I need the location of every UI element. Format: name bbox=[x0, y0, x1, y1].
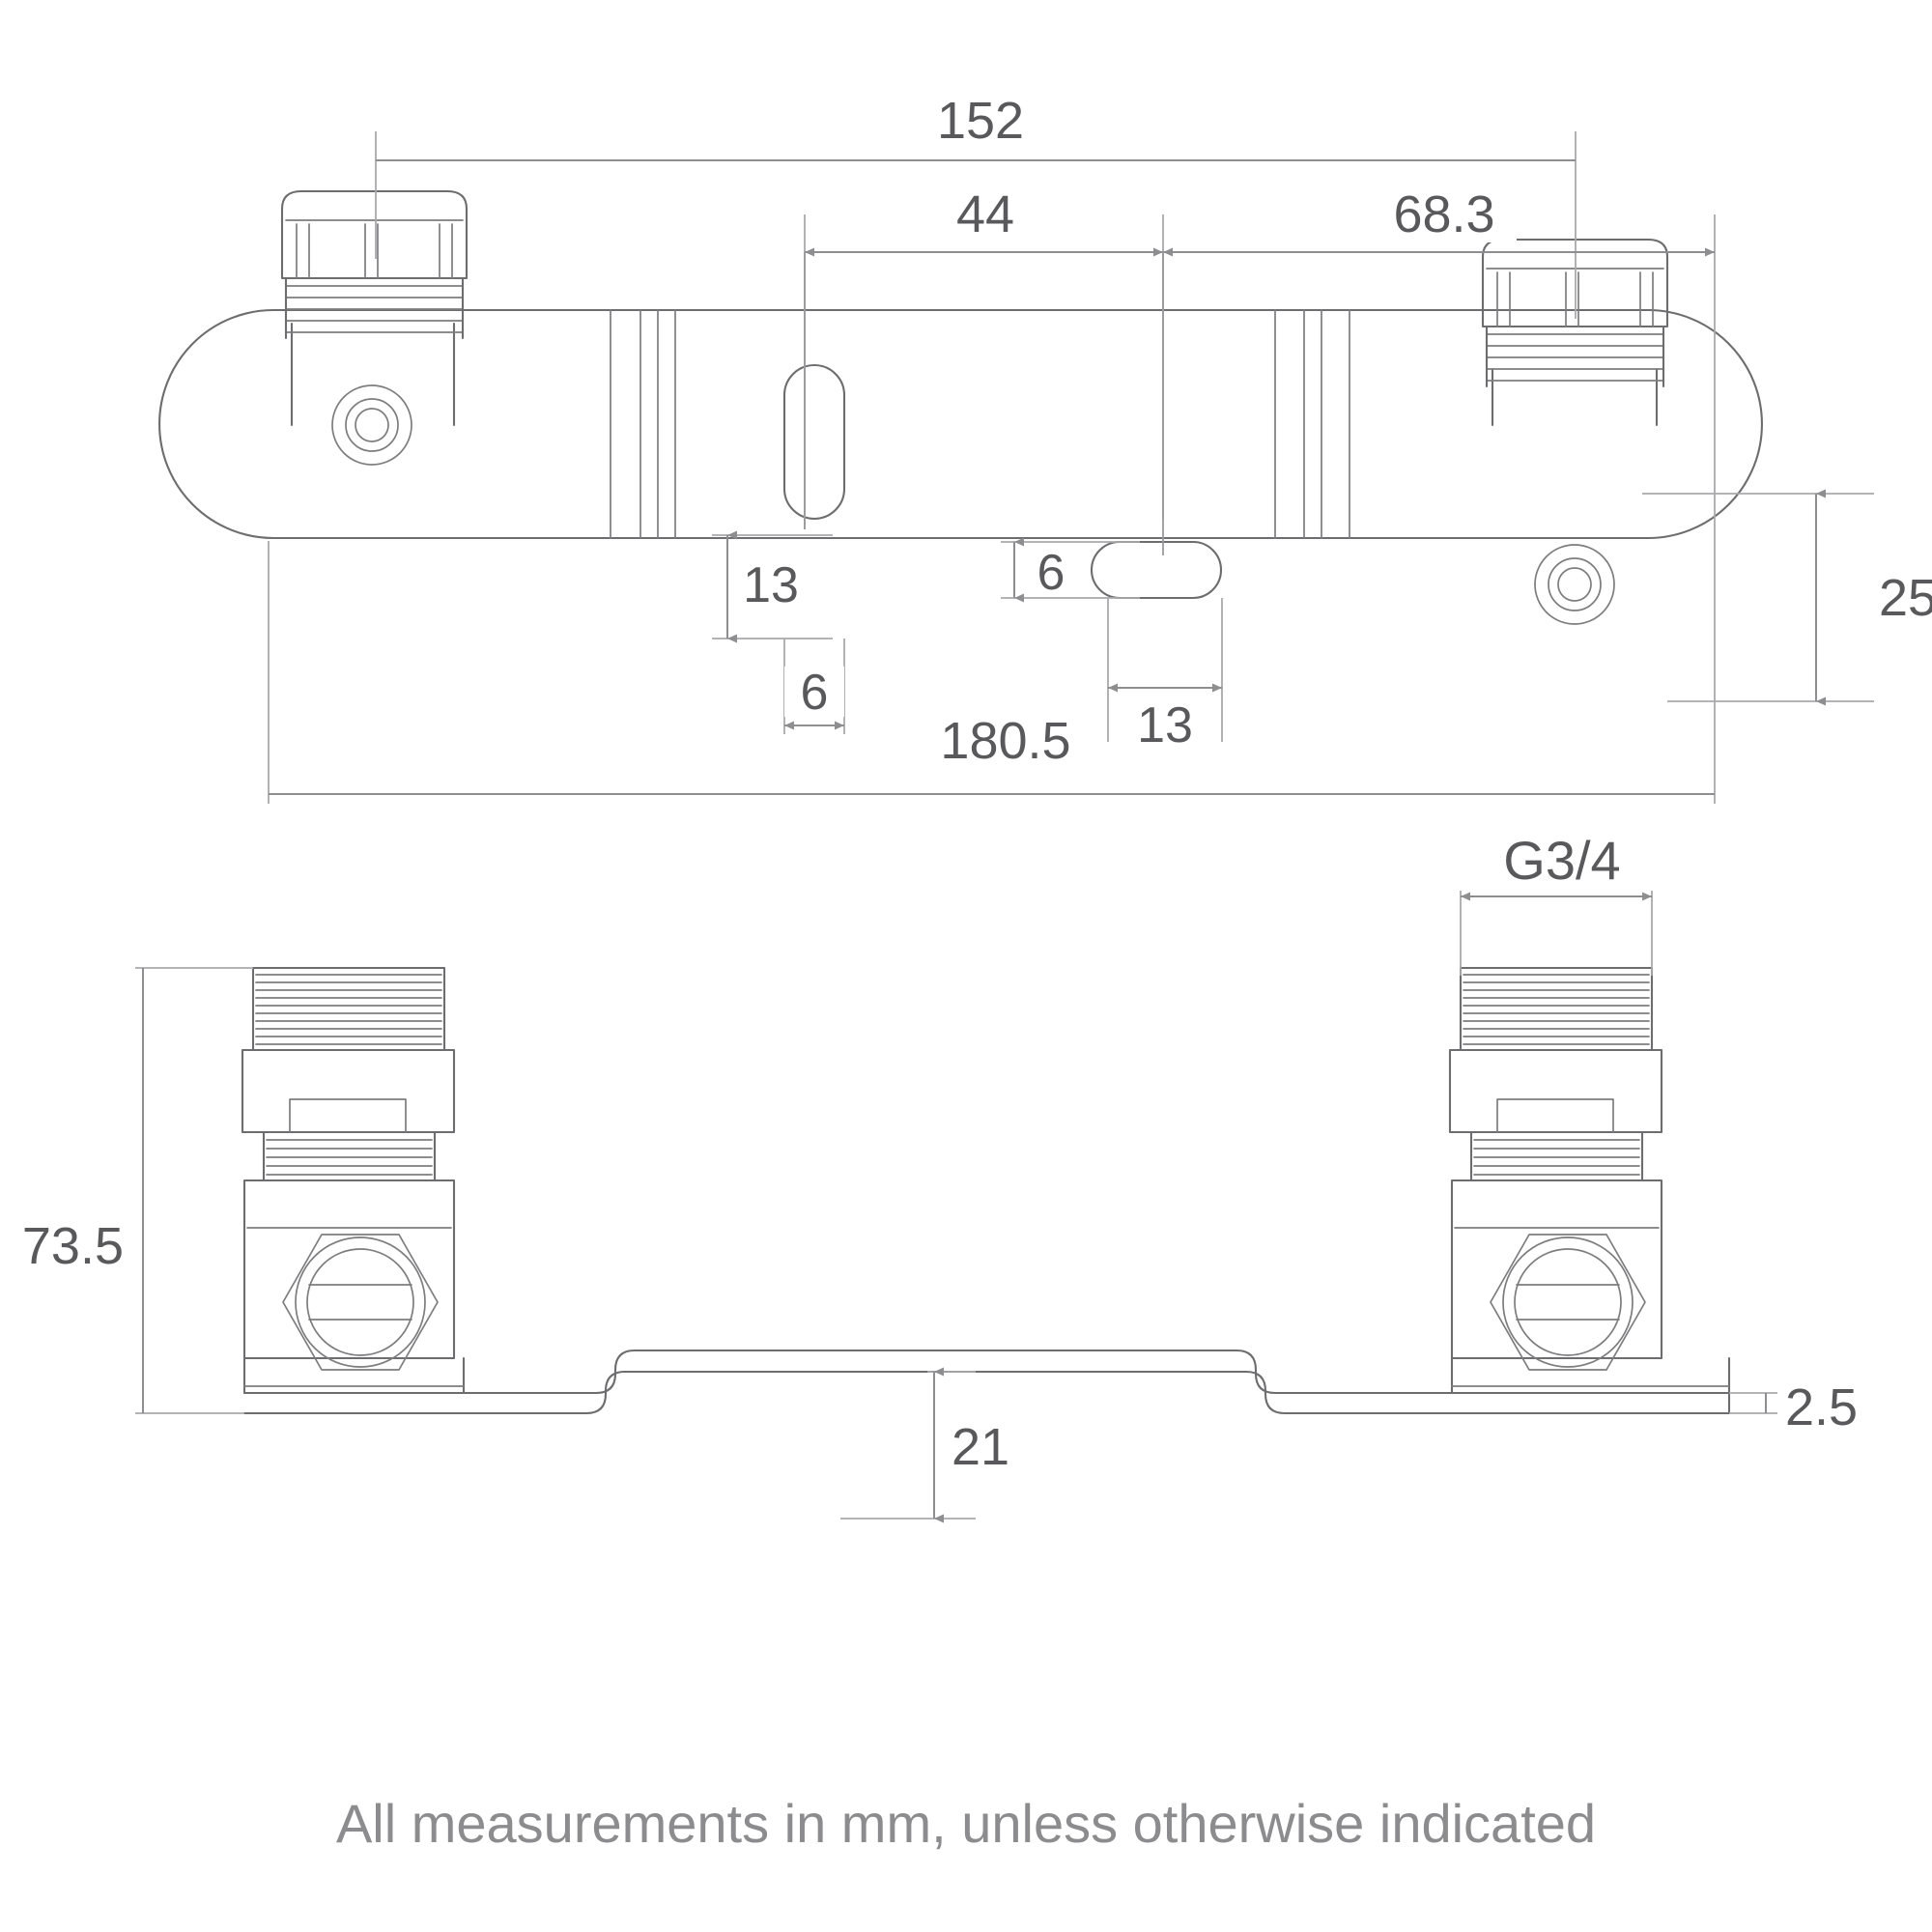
dim-13b-label-bg bbox=[1128, 698, 1202, 751]
right-hex-nut bbox=[1490, 1234, 1646, 1371]
left-fitting bbox=[280, 189, 469, 340]
left-boss-inner-circle bbox=[355, 408, 389, 442]
left-cap-flutes bbox=[296, 223, 453, 279]
top-view-geometry bbox=[158, 189, 1763, 625]
right-thread-outline bbox=[1485, 325, 1665, 388]
left-hex-nut bbox=[282, 1234, 439, 1371]
right-base-plate bbox=[1450, 1356, 1731, 1395]
dim-6a-label-bg bbox=[1024, 547, 1080, 595]
dim-label-6-right-slot: 6 bbox=[1037, 545, 1065, 601]
left-port-outer-circle bbox=[295, 1236, 426, 1368]
right-boss bbox=[1534, 544, 1615, 625]
bar-body-outline bbox=[158, 308, 1763, 540]
slot-right-horizontal bbox=[1091, 540, 1222, 600]
front-view-geometry bbox=[241, 966, 1731, 1415]
dim-label-152: 152 bbox=[937, 92, 1024, 150]
left-upper-thread-outline bbox=[251, 966, 446, 1052]
dim-44-label-bg bbox=[937, 188, 1034, 242]
dim-label-44: 44 bbox=[956, 185, 1014, 243]
left-collar-tab bbox=[289, 1098, 407, 1133]
dim-label-25: 25 bbox=[1879, 569, 1932, 627]
right-valve-body bbox=[1450, 1179, 1663, 1360]
slot-left-vertical bbox=[782, 364, 846, 520]
dim-6b-label-bg bbox=[784, 667, 844, 717]
right-collar-tab bbox=[1496, 1098, 1614, 1133]
dim-label-13-left-slot: 13 bbox=[743, 557, 799, 613]
front-right-valve bbox=[1448, 966, 1731, 1395]
dim-label-180-5: 180.5 bbox=[940, 712, 1070, 770]
left-port-slot-lines bbox=[308, 1284, 412, 1321]
right-cap-flutes bbox=[1496, 271, 1654, 327]
dim-13a-label-bg bbox=[736, 558, 806, 611]
left-port-inner-circle bbox=[306, 1248, 414, 1356]
front-view-dimensions: G3/4 73.5 21 2.5 bbox=[22, 830, 1858, 1523]
right-thread-band bbox=[1486, 333, 1664, 382]
right-port-outer-circle bbox=[1502, 1236, 1634, 1368]
right-port-slot-lines bbox=[1516, 1284, 1620, 1321]
right-port-inner-circle bbox=[1514, 1248, 1622, 1356]
left-riser-wall bbox=[290, 322, 456, 427]
dim-label-73-5: 73.5 bbox=[22, 1217, 124, 1275]
footer-note: All measurements in mm, unless otherwise… bbox=[336, 1793, 1596, 1854]
left-thread-band bbox=[285, 285, 464, 333]
right-boss-inner-circle bbox=[1557, 567, 1592, 602]
front-left-valve bbox=[241, 966, 466, 1395]
left-base-plate bbox=[242, 1356, 466, 1395]
dim-683-label-bg bbox=[1372, 188, 1517, 242]
left-collar-block bbox=[241, 1048, 456, 1134]
left-cap-outline bbox=[280, 189, 469, 280]
right-upper-thread-lines bbox=[1463, 974, 1650, 1045]
dim-g34-label-bg bbox=[1478, 831, 1647, 887]
right-lower-thread-lines bbox=[1473, 1139, 1640, 1176]
right-boss-mid-circle bbox=[1548, 557, 1602, 611]
dim-label-21: 21 bbox=[952, 1418, 1009, 1476]
left-boss-mid-circle bbox=[345, 398, 399, 452]
left-upper-thread-lines bbox=[255, 974, 442, 1045]
bar-left-ribs bbox=[610, 309, 676, 539]
left-boss bbox=[331, 384, 412, 466]
right-boss-outer-circle bbox=[1534, 544, 1615, 625]
dim-label-2-5: 2.5 bbox=[1785, 1378, 1858, 1436]
top-view-dimensions: 152 44 68.3 13 6 bbox=[268, 92, 1932, 804]
right-riser-wall bbox=[1491, 367, 1659, 427]
bar-right-ribs bbox=[1274, 309, 1350, 539]
right-upper-thread-outline bbox=[1459, 966, 1654, 1052]
dim-label-68-3: 68.3 bbox=[1393, 185, 1494, 243]
dim-label-g3-4: G3/4 bbox=[1503, 830, 1620, 891]
dim-152-label-bg bbox=[927, 93, 1034, 149]
dim-label-6-left-slot-width: 6 bbox=[801, 665, 829, 721]
left-thread-outline bbox=[284, 276, 465, 340]
dim-label-13-right-slot-width: 13 bbox=[1137, 697, 1193, 753]
dim-1805-label-bg bbox=[918, 712, 1101, 768]
left-lower-thread-lines bbox=[266, 1139, 433, 1176]
right-collar-block bbox=[1448, 1048, 1663, 1134]
left-boss-outer-circle bbox=[331, 384, 412, 466]
connecting-bracket-top bbox=[242, 1349, 1454, 1395]
left-valve-body bbox=[242, 1179, 456, 1360]
